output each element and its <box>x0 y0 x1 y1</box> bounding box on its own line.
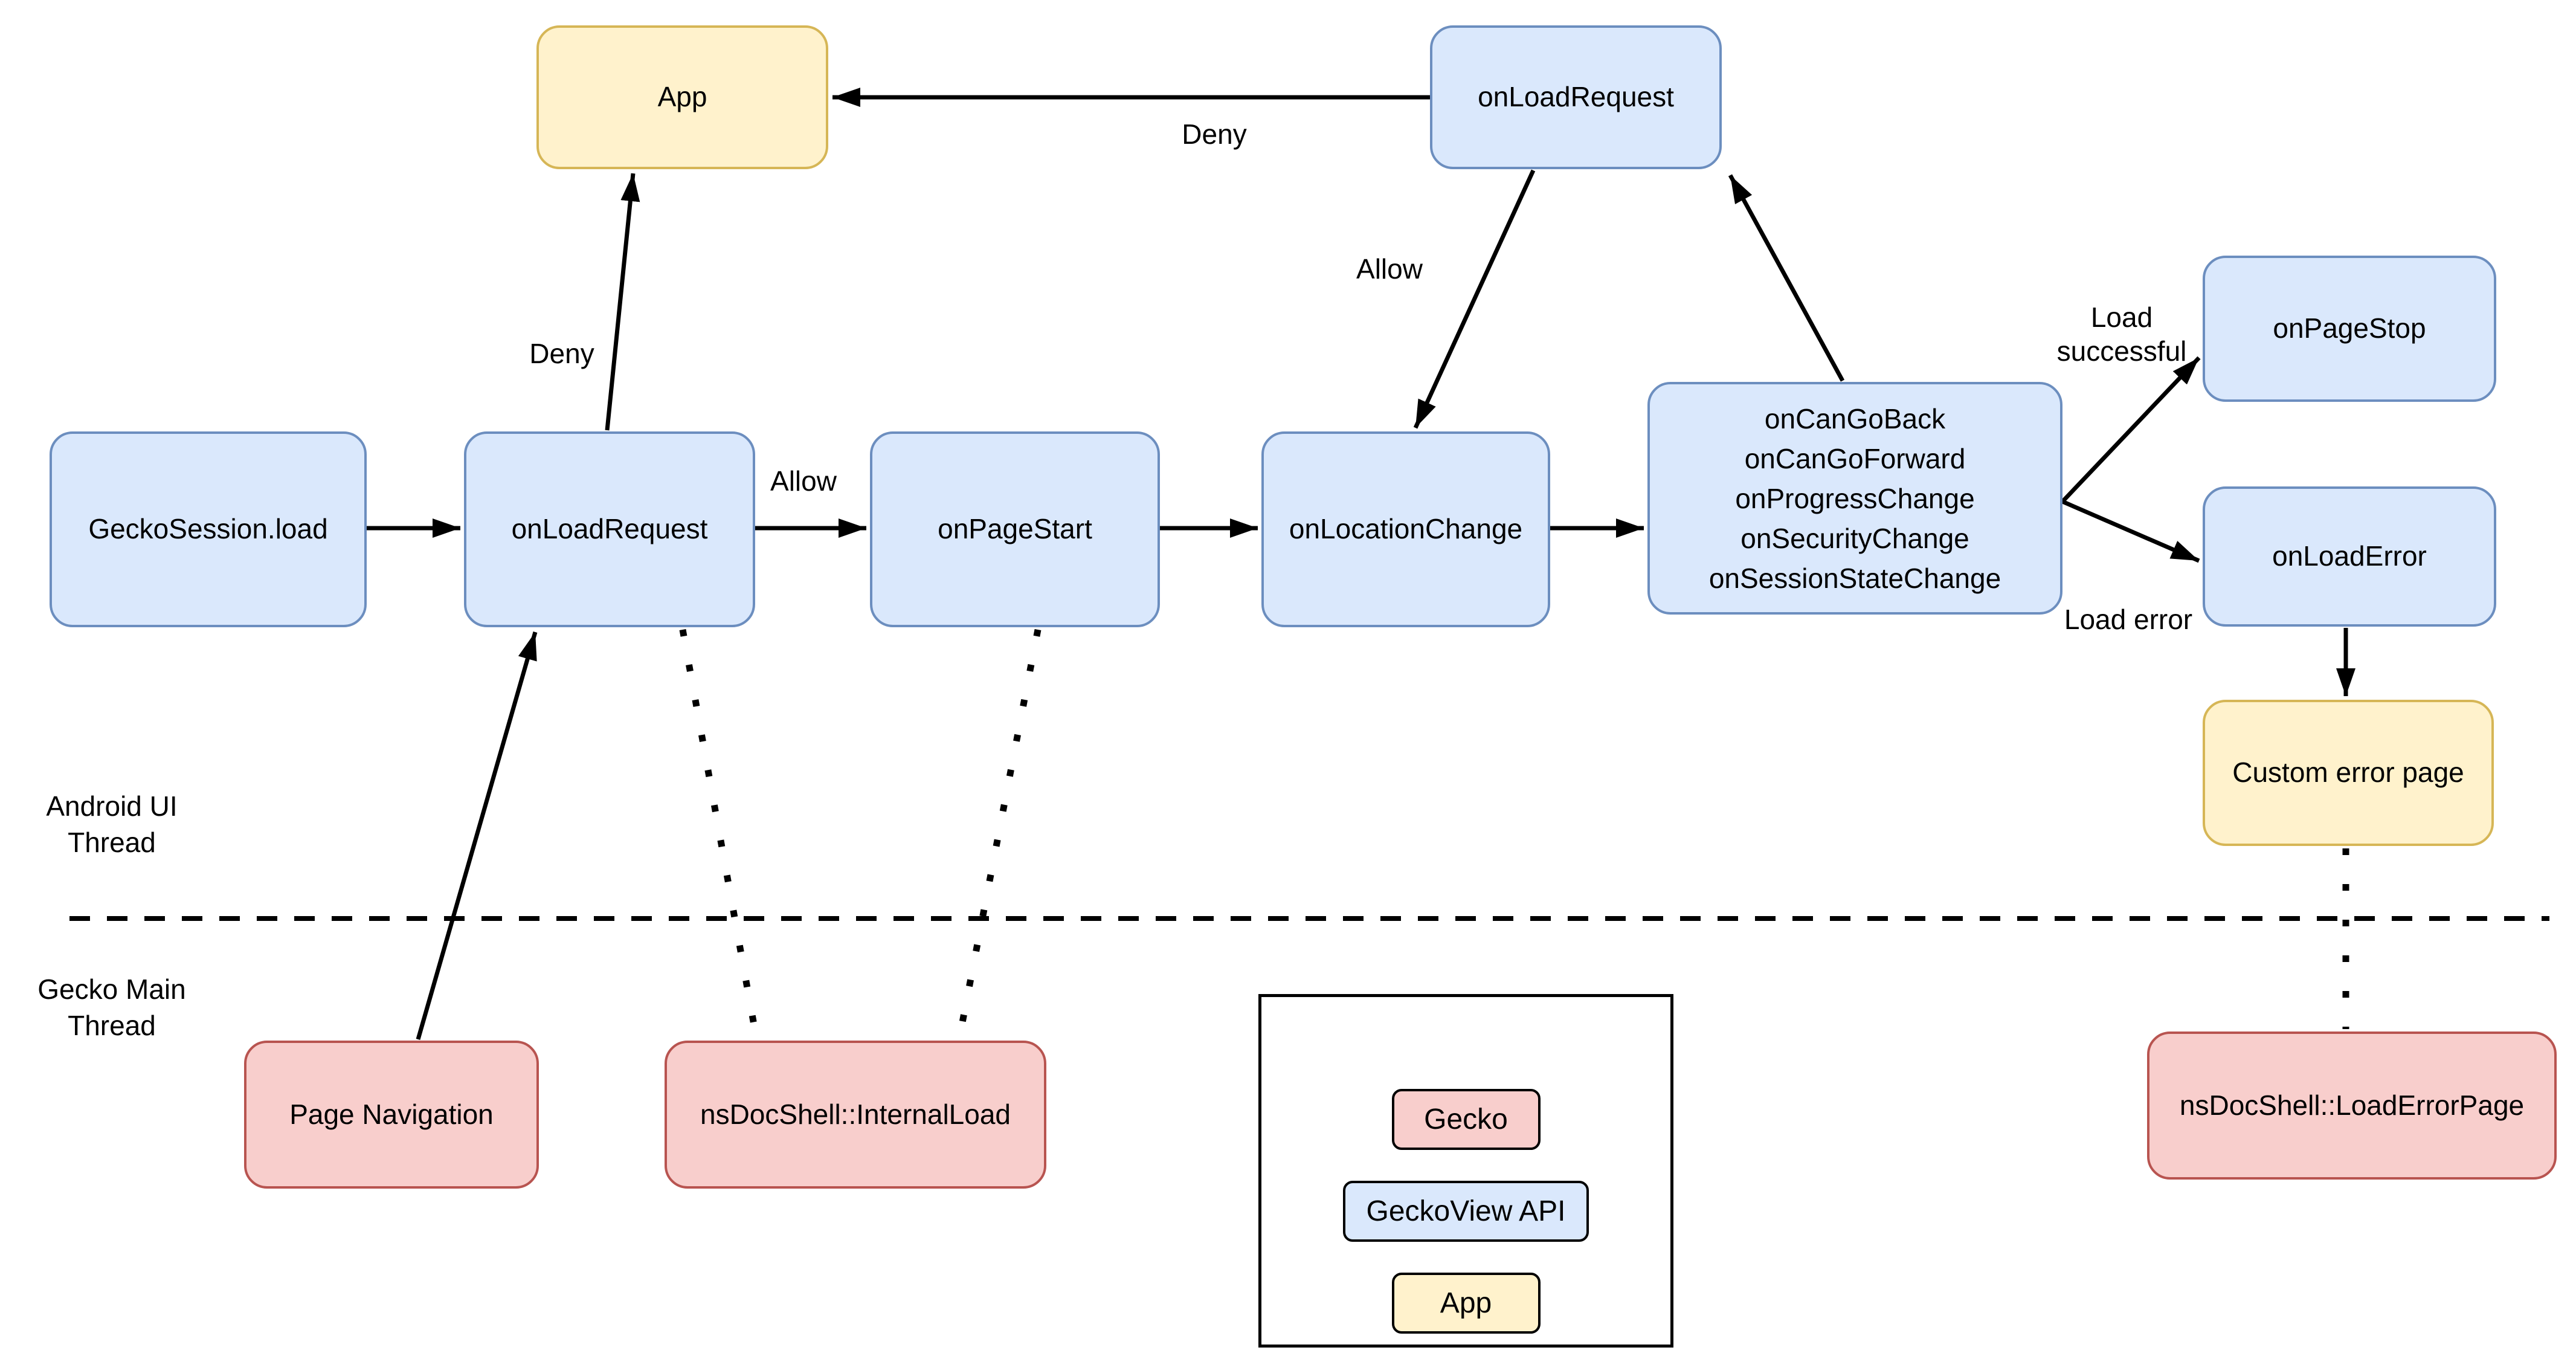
thread-label-android-ui: Android UI Thread <box>46 790 178 858</box>
node-app-top-label: App <box>657 81 707 113</box>
node-onpagestop: onPageStop <box>2203 256 2496 402</box>
node-onlocationchange: onLocationChange <box>1261 431 1550 627</box>
node-custom-error-page: Custom error page <box>2203 700 2494 846</box>
node-onpagestart-label: onPageStart <box>938 513 1092 545</box>
edge-stategroup-loadsuccessful-to-onpagestop <box>2061 356 2201 503</box>
legend-box: Gecko GeckoView API App <box>1258 994 1673 1348</box>
dotted-onloadrequest-to-internalload <box>679 629 760 1039</box>
node-nsdocshell-internalload-label: nsDocShell::InternalLoad <box>700 1098 1011 1130</box>
node-geckosession-load-label: GeckoSession.load <box>88 513 328 545</box>
edge-label-allow-mid: Allow <box>770 465 837 497</box>
node-nsdocshell-loaderrorpage: nsDocShell::LoadErrorPage <box>2147 1032 2557 1180</box>
node-onlocationchange-label: onLocationChange <box>1289 513 1523 545</box>
edge-label-load-error: Load error <box>2064 603 2193 635</box>
state-line-oncangoforward: onCanGoForward <box>1744 442 1966 474</box>
edge-label-load-successful: Load successful <box>2056 301 2187 367</box>
edge-label-deny-top: Deny <box>1182 118 1247 150</box>
legend-item-app: App <box>1391 1273 1541 1334</box>
legend-item-geckoview-api: GeckoView API <box>1343 1181 1589 1242</box>
node-onloadrequest-top-label: onLoadRequest <box>1478 81 1674 113</box>
state-line-onprogresschange: onProgressChange <box>1735 482 1975 514</box>
node-onpagestop-label: onPageStop <box>2273 312 2426 344</box>
node-page-navigation-label: Page Navigation <box>289 1098 494 1130</box>
node-onloadrequest-label: onLoadRequest <box>511 513 708 545</box>
legend-item-gecko-label: Gecko <box>1424 1103 1508 1135</box>
dotted-onpagestart-to-internalload <box>956 628 1042 1039</box>
node-nsdocshell-internalload: nsDocShell::InternalLoad <box>665 1041 1046 1189</box>
edge-stategroup-to-onloadrequesttop <box>1728 174 1845 382</box>
node-page-navigation: Page Navigation <box>244 1041 539 1189</box>
state-line-oncangoback: onCanGoBack <box>1764 402 1946 434</box>
edge-onloadrequesttop-allow-to-onlocationchange <box>1413 169 1536 429</box>
edge-pagenavigation-to-onloadrequest <box>416 631 538 1040</box>
node-onloaderror-label: onLoadError <box>2272 540 2427 572</box>
state-line-onsessionstatechange: onSessionStateChange <box>1708 562 2001 594</box>
edge-onloadrequest-deny-to-app <box>605 173 640 431</box>
node-state-change-group: onCanGoBack onCanGoForward onProgressCha… <box>1647 382 2062 615</box>
state-line-onsecuritychange: onSecurityChange <box>1740 522 1969 554</box>
node-onpagestart: onPageStart <box>870 431 1160 627</box>
edge-label-allow-diagonal: Allow <box>1356 253 1423 285</box>
node-onloadrequest-top: onLoadRequest <box>1430 25 1722 169</box>
edge-stategroup-loaderror-to-onloaderror <box>2061 499 2200 563</box>
node-onloaderror: onLoadError <box>2203 486 2496 627</box>
node-onloadrequest: onLoadRequest <box>464 431 755 627</box>
thread-label-gecko-main: Gecko Main Thread <box>37 973 186 1041</box>
node-custom-error-page-label: Custom error page <box>2232 757 2464 789</box>
node-geckosession-load: GeckoSession.load <box>50 431 367 627</box>
legend-item-app-label: App <box>1440 1287 1492 1319</box>
node-nsdocshell-loaderrorpage-label: nsDocShell::LoadErrorPage <box>2179 1089 2525 1121</box>
edge-label-deny-left: Deny <box>529 337 594 369</box>
legend-item-geckoview-api-label: GeckoView API <box>1366 1195 1566 1227</box>
legend-item-gecko: Gecko <box>1391 1089 1541 1150</box>
node-app-top: App <box>536 25 828 169</box>
